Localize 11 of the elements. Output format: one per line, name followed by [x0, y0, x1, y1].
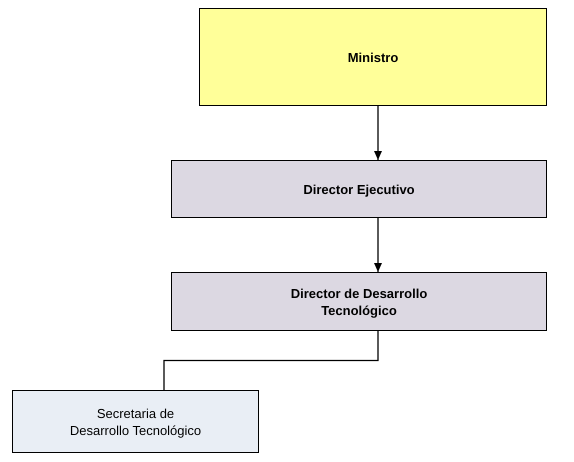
org-box	[12, 390, 259, 453]
box-title: Director de Desarrollo Tecnológico	[290, 284, 428, 318]
box-title: Director Ejecutivo	[303, 180, 415, 198]
box-title: Ministro	[348, 48, 398, 66]
org-box	[171, 272, 547, 331]
arrow	[374, 218, 382, 272]
org-box	[199, 8, 547, 106]
arrow	[374, 106, 382, 160]
org-box	[171, 160, 547, 218]
box-title: Secretaria de Desarrollo Tecnológico	[68, 404, 202, 438]
connector-line	[163, 331, 379, 390]
